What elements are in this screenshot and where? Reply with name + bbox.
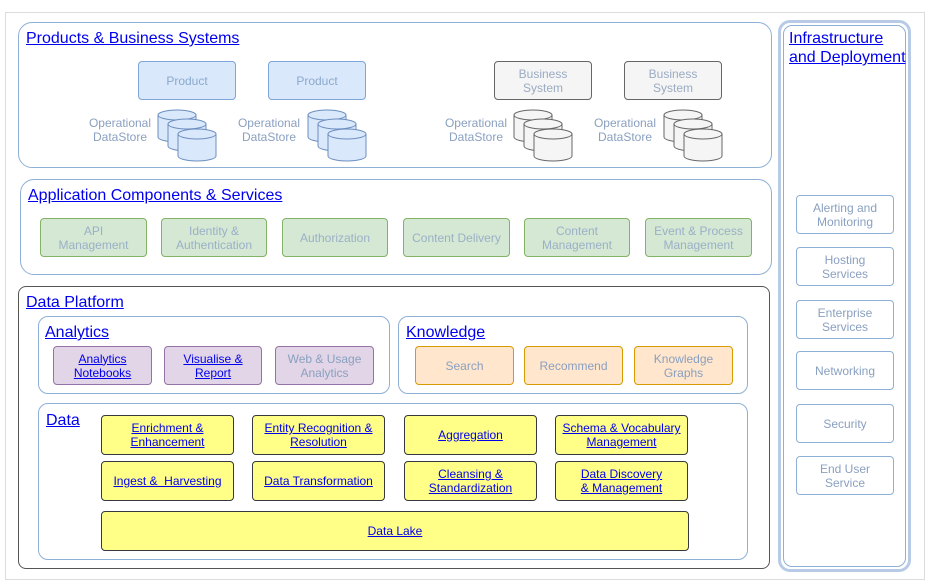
product-box-1: Product — [138, 61, 236, 100]
alerting-monitoring-box: Alerting and Monitoring — [796, 195, 894, 234]
search-box: Search — [415, 346, 514, 385]
cleansing-standardization-box[interactable]: Cleansing & Standardization — [404, 461, 537, 501]
diagram-frame — [5, 12, 925, 580]
content-delivery-box: Content Delivery — [403, 218, 510, 257]
database-stack-icon-3 — [513, 109, 573, 162]
end-user-service-box: End User Service — [796, 456, 894, 495]
schema-vocabulary-management-box[interactable]: Schema & Vocabulary Management — [555, 415, 688, 455]
ingest-harvesting-box[interactable]: Ingest & Harvesting — [101, 461, 234, 501]
data-title[interactable]: Data — [46, 412, 80, 429]
infrastructure-panel-inner — [783, 25, 906, 567]
authorization-box: Authorization — [282, 218, 388, 257]
product-box-2: Product — [268, 61, 366, 100]
ods-label-2: Operational DataStore — [237, 116, 301, 144]
hosting-services-box: Hosting Services — [796, 247, 894, 286]
data-discovery-management-box[interactable]: Data Discovery & Management — [555, 461, 688, 501]
data-lake-box[interactable]: Data Lake — [101, 511, 689, 551]
ods-label-1: Operational DataStore — [88, 116, 152, 144]
ods-label-3: Operational DataStore — [444, 116, 508, 144]
data-platform-title[interactable]: Data Platform — [26, 294, 124, 311]
recommend-box: Recommend — [524, 346, 623, 385]
networking-box: Networking — [796, 351, 894, 390]
analytics-title[interactable]: Analytics — [45, 324, 110, 341]
aggregation-box[interactable]: Aggregation — [404, 415, 537, 455]
web-usage-analytics-box: Web & Usage Analytics — [275, 346, 374, 385]
database-stack-icon-2 — [307, 109, 367, 162]
enrichment-enhancement-box[interactable]: Enrichment & Enhancement — [101, 415, 234, 455]
identity-authentication-box: Identity & Authentication — [161, 218, 267, 257]
business-system-box-1: Business System — [494, 61, 592, 100]
ods-label-4: Operational DataStore — [593, 116, 657, 144]
visualise-report-box[interactable]: Visualise & Report — [164, 346, 262, 385]
analytics-notebooks-box[interactable]: Analytics Notebooks — [53, 346, 152, 385]
business-system-box-2: Business System — [624, 61, 722, 100]
database-stack-icon-4 — [663, 109, 723, 162]
enterprise-services-box: Enterprise Services — [796, 300, 894, 339]
event-process-management-box: Event & Process Management — [645, 218, 752, 257]
content-management-box: Content Management — [524, 218, 630, 257]
products-title[interactable]: Products & Business Systems — [26, 30, 240, 47]
data-transformation-box[interactable]: Data Transformation — [252, 461, 385, 501]
app-components-title[interactable]: Application Components & Services — [28, 187, 283, 204]
knowledge-graphs-box: Knowledge Graphs — [634, 346, 733, 385]
security-box: Security — [796, 404, 894, 443]
infrastructure-title[interactable]: Infrastructure and Deployment — [789, 30, 906, 66]
database-stack-icon-1 — [157, 109, 217, 162]
entity-recognition-resolution-box[interactable]: Entity Recognition & Resolution — [252, 415, 385, 455]
knowledge-title[interactable]: Knowledge — [406, 324, 486, 341]
api-management-box: API Management — [40, 218, 147, 257]
